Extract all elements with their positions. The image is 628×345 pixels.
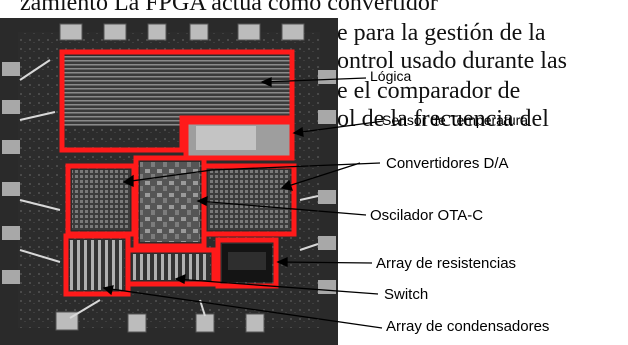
label-oscilador: Oscilador OTA-C [370, 207, 483, 224]
label-array-resistencias: Array de resistencias [376, 255, 516, 272]
label-convertidores: Convertidores D/A [386, 155, 509, 172]
label-sensor-temperatura: Sensor de Temperatura [382, 112, 528, 128]
label-array-condensadores: Array de condensadores [386, 318, 549, 335]
label-logica: Lógica [370, 68, 411, 84]
label-switch: Switch [384, 286, 428, 303]
die-blocks [64, 56, 290, 290]
